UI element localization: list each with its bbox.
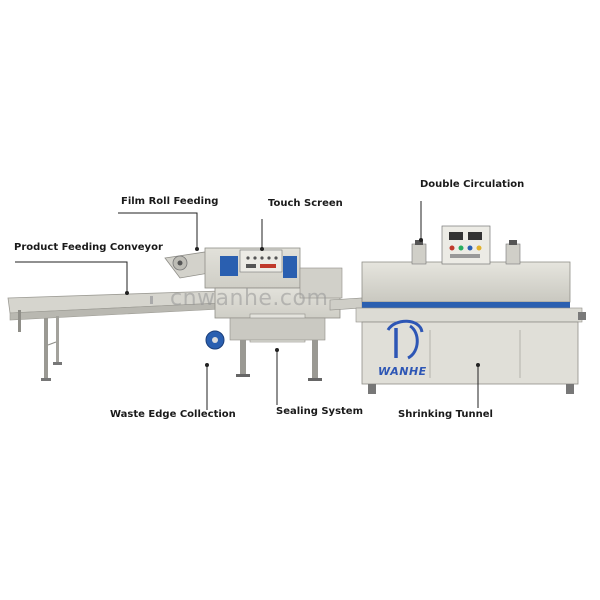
label-product-feeding-conveyor: Product Feeding Conveyor xyxy=(14,242,163,253)
label-touch-screen: Touch Screen xyxy=(268,198,343,209)
leader-lines xyxy=(15,201,479,410)
logo-text: WANHE xyxy=(378,365,427,378)
wanhe-logo-icon xyxy=(386,319,424,360)
wrapping-machine xyxy=(164,247,363,381)
watermark: cnwanhe.com xyxy=(170,286,329,311)
label-film-roll-feeding: Film Roll Feeding xyxy=(121,196,219,207)
label-sealing-system: Sealing System xyxy=(276,406,364,417)
label-shrinking-tunnel: Shrinking Tunnel xyxy=(398,409,493,420)
leader-dots xyxy=(125,238,480,367)
shrinking-tunnel xyxy=(355,225,586,394)
label-double-circulation: Double Circulation xyxy=(420,179,525,190)
label-waste-edge-collection: Waste Edge Collection xyxy=(110,409,236,420)
product-feeding-conveyor xyxy=(7,290,223,381)
